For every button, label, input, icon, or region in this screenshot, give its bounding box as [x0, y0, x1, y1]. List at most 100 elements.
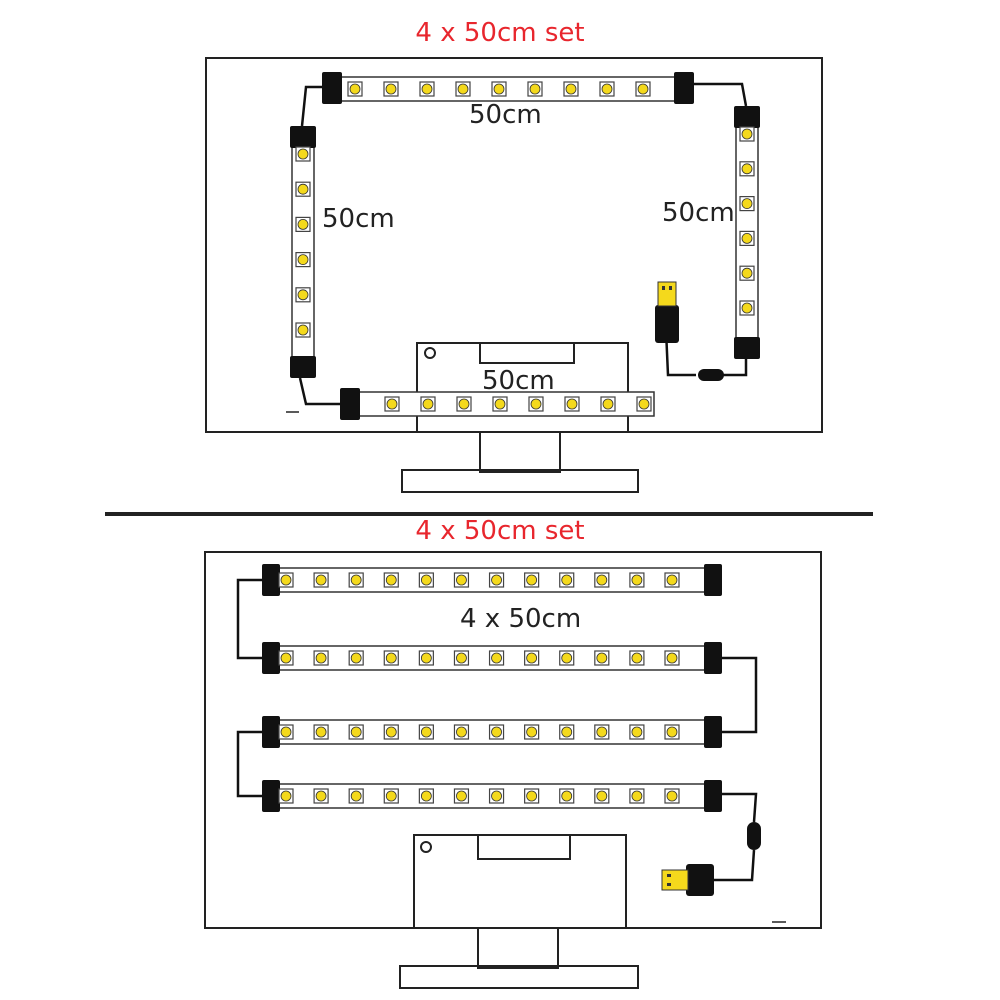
bottom-monitor-back-slot: [477, 834, 571, 860]
led-chip: [739, 265, 755, 281]
top-strip-top-label: 50cm: [469, 100, 542, 130]
led-chip: [559, 788, 575, 804]
led-chip: [420, 396, 436, 412]
led-chip: [739, 196, 755, 212]
bottom-monitor-back-box: [413, 834, 627, 929]
led-chip: [664, 650, 680, 666]
led-chip: [313, 788, 329, 804]
led-chip: [599, 81, 615, 97]
led-chip: [453, 650, 470, 666]
section-divider: [105, 512, 873, 516]
led-chip: [278, 788, 294, 804]
led-chip: [559, 572, 575, 588]
led-chip: [418, 724, 434, 740]
top-monitor-back-hole: [424, 347, 436, 359]
led-chip: [383, 650, 399, 666]
led-chip: [295, 287, 311, 303]
led-chip: [456, 396, 472, 412]
top-strip-left: [290, 126, 316, 378]
bottom-monitor-foot: [399, 965, 639, 989]
led-chip: [418, 788, 434, 804]
led-chip: [739, 126, 755, 142]
led-chip: [313, 572, 329, 588]
led-chip: [524, 724, 540, 740]
led-chip: [594, 724, 610, 740]
led-chip: [739, 161, 755, 177]
led-chip: [348, 788, 364, 804]
top-usb-plug-icon: [655, 281, 679, 343]
led-chip: [491, 81, 507, 97]
led-chip: [488, 572, 505, 588]
led-chip: [453, 724, 470, 740]
led-chip: [419, 81, 435, 97]
led-chip: [383, 724, 399, 740]
led-chip: [629, 572, 645, 588]
led-chip: [488, 724, 505, 740]
led-chip: [664, 788, 680, 804]
bottom-strips-label: 4 x 50cm: [460, 604, 582, 634]
led-chip: [629, 724, 645, 740]
led-chip: [527, 81, 543, 97]
led-chip: [278, 572, 294, 588]
bottom-monitor-neck: [477, 927, 559, 969]
led-chip: [313, 650, 329, 666]
bottom-usb-plug-icon: [661, 864, 714, 896]
led-chip: [295, 146, 311, 162]
led-chip: [347, 81, 363, 97]
top-inline-switch-icon: [698, 369, 724, 381]
led-chip: [600, 396, 616, 412]
led-chip: [295, 181, 311, 197]
led-chip: [384, 396, 400, 412]
led-chip: [383, 572, 399, 588]
led-chip: [348, 572, 364, 588]
led-chip: [453, 572, 470, 588]
led-chip: [563, 81, 579, 97]
led-chip: [664, 724, 680, 740]
led-chip: [739, 230, 755, 246]
led-chip: [453, 788, 470, 804]
top-set-title: 4 x 50cm set: [415, 18, 585, 48]
led-chip: [383, 81, 399, 97]
bottom-monitor-back-hole: [420, 841, 432, 853]
led-chip: [455, 81, 471, 97]
led-chip: [559, 724, 575, 740]
led-chip: [348, 724, 364, 740]
led-chip: [594, 650, 610, 666]
top-strip-bottom-label: 50cm: [482, 366, 555, 396]
led-chip: [635, 81, 651, 97]
led-chip: [524, 788, 540, 804]
led-chip: [418, 650, 434, 666]
top-strip-bottom: [340, 388, 655, 420]
led-chip: [629, 788, 645, 804]
led-chip: [594, 572, 610, 588]
led-chip: [629, 650, 645, 666]
led-chip: [313, 724, 329, 740]
bottom-strip-1: [262, 564, 722, 596]
led-chip: [594, 788, 610, 804]
bottom-inline-switch-icon: [747, 822, 761, 850]
top-strip-right: [734, 106, 760, 359]
top-cables: [298, 82, 748, 406]
led-chip: [559, 650, 575, 666]
led-chip: [488, 788, 505, 804]
led-chip: [295, 252, 311, 268]
led-chip: [348, 650, 364, 666]
top-monitor: [205, 57, 823, 493]
led-chip: [664, 572, 680, 588]
top-monitor-neck: [479, 431, 561, 473]
led-chip: [418, 572, 434, 588]
bottom-set-title: 4 x 50cm set: [415, 516, 585, 546]
led-chip: [488, 650, 505, 666]
led-chip: [564, 396, 580, 412]
led-chip: [528, 396, 544, 412]
top-monitor-back-slot: [479, 342, 575, 364]
top-strip-right-label: 50cm: [662, 198, 735, 228]
bottom-strip-3: [262, 716, 722, 748]
led-chip: [278, 724, 294, 740]
bottom-strip-2: [262, 642, 722, 674]
led-chip: [524, 572, 540, 588]
led-chip: [295, 322, 311, 338]
bottom-cables: [236, 578, 758, 882]
led-chip: [278, 650, 294, 666]
